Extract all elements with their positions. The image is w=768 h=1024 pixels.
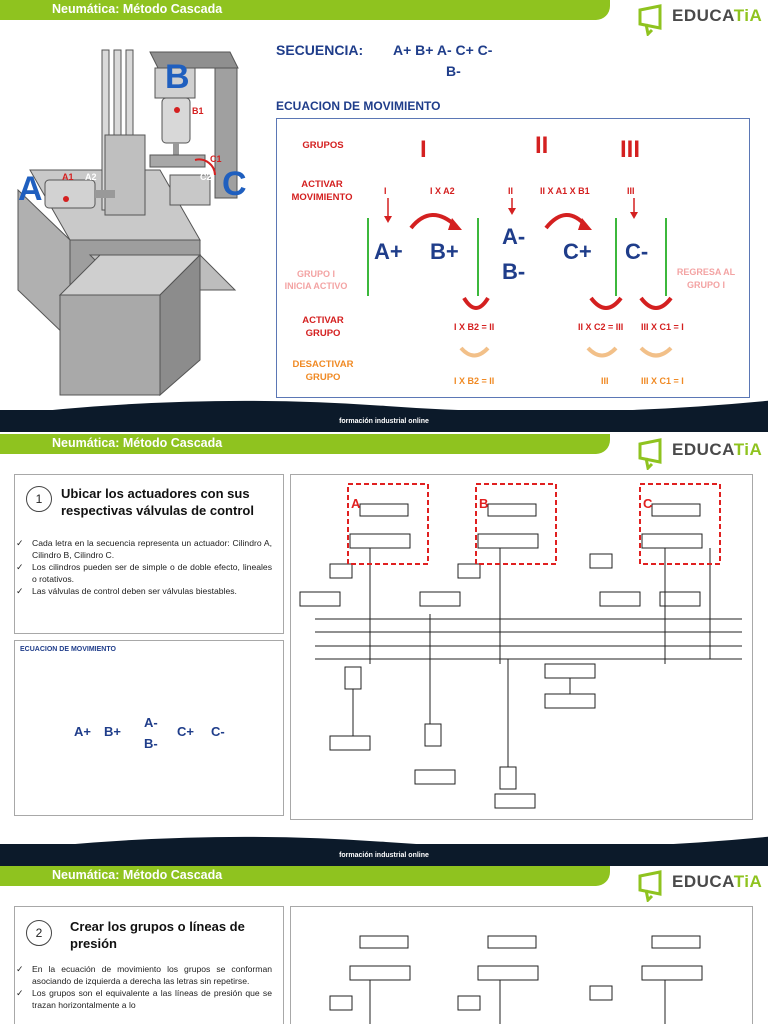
activar-g2: II X C2 = III <box>578 322 624 332</box>
row-label-desactivar-grupo: DESACTIVAR GRUPO <box>292 359 354 383</box>
header-title: Neumática: Método Cascada <box>52 868 223 882</box>
machine-label-b: B <box>165 58 190 96</box>
activar-g3: III X C1 = I <box>641 322 684 332</box>
trigger-ii-a1-b1: II X A1 X B1 <box>540 186 590 196</box>
machine-label-a: A <box>18 170 43 208</box>
slide-header: Neumática: Método Cascada <box>0 0 610 20</box>
bullet-item: Los cilindros pueden ser de simple o de … <box>14 562 272 585</box>
circuit-panel <box>290 474 753 820</box>
logo-main: EDUCA <box>672 6 734 25</box>
row-label-activar-grupo: ACTIVAR GRUPO <box>302 315 344 339</box>
secuencia-label: SECUENCIA: <box>276 42 364 58</box>
step-bullets: Cada letra en la secuencia representa un… <box>14 538 272 599</box>
step-title: Crear los grupos o líneas de presión <box>70 919 245 951</box>
logo-accent: TiA <box>733 6 763 25</box>
action-a-minus: A- <box>502 224 526 249</box>
sensor-a2: A2 <box>85 172 97 182</box>
machine-illustration <box>17 49 239 397</box>
desactivar-d1: I X B2 = II <box>454 376 495 386</box>
logo-accent: TiA <box>733 872 763 891</box>
step-title: Ubicar los actuadores con sus respectiva… <box>61 486 254 518</box>
step-number: 2 <box>26 920 52 946</box>
action-a-plus: A+ <box>374 239 403 264</box>
step-number: 1 <box>26 486 52 512</box>
header-title: Neumática: Método Cascada <box>52 436 223 450</box>
bullet-item: Cada letra en la secuencia representa un… <box>14 538 272 561</box>
cyl-label-b: B <box>479 496 489 511</box>
action-b-minus: B- <box>144 736 158 751</box>
pneumatic-circuit-diagram <box>299 483 742 809</box>
action-c-plus: C+ <box>177 724 194 739</box>
megaphone-icon <box>638 438 662 470</box>
ecuacion-graphics <box>367 198 673 358</box>
bullet-item: En la ecuación de movimiento los grupos … <box>14 964 272 987</box>
step-bullets: En la ecuación de movimiento los grupos … <box>14 964 272 1012</box>
secuencia-value: A+ B+ A- C+ C- <box>393 42 493 58</box>
action-b-plus: B+ <box>430 239 459 264</box>
group-ii: II <box>535 132 549 159</box>
group-iii: III <box>620 136 641 163</box>
educatia-logo: EDUCATiA <box>636 434 762 472</box>
row-label-grupos: GRUPOS <box>302 140 344 151</box>
educatia-logo: EDUCATiA <box>636 866 762 904</box>
action-b-plus: B+ <box>104 724 121 739</box>
logo-main: EDUCA <box>672 440 734 459</box>
sensor-b1: B1 <box>192 106 204 116</box>
megaphone-icon <box>638 870 662 902</box>
action-c-plus: C+ <box>563 239 592 264</box>
trigger-i-a2: I X A2 <box>430 186 455 196</box>
pneumatic-circuit-diagram <box>329 935 703 1024</box>
slide-1: Neumática: Método Cascada EDUCATiA A <box>0 0 768 432</box>
circuit-panel <box>290 906 753 1024</box>
ecuacion-panel <box>14 640 284 816</box>
trigger-ii: II <box>508 186 514 196</box>
megaphone-icon <box>638 4 662 36</box>
sensor-a1: A1 <box>62 172 74 182</box>
action-c-minus: C- <box>211 724 225 739</box>
bullet-item: Las válvulas de control deben ser válvul… <box>14 586 272 598</box>
educatia-logo: EDUCATiA <box>636 0 762 38</box>
sensor-b2: B2 <box>192 131 204 141</box>
cyl-label-a: A <box>351 496 361 511</box>
logo-main: EDUCA <box>672 872 734 891</box>
group-i: I <box>420 136 427 163</box>
action-c-minus: C- <box>625 239 649 264</box>
desactivar-d3: III X C1 = I <box>641 376 684 386</box>
sensor-c2: C2 <box>200 172 212 182</box>
slide-footer: formación industrial online <box>0 410 768 432</box>
trigger-iii: III <box>627 186 635 196</box>
slide-3: Neumática: Método Cascada EDUCATiA 2 Cre… <box>0 866 768 1024</box>
machine-label-c: C <box>222 165 247 203</box>
note-regresa: REGRESA AL GRUPO I <box>676 267 736 290</box>
logo-accent: TiA <box>733 440 763 459</box>
action-a-plus: A+ <box>74 724 91 739</box>
slide-footer: formación industrial online <box>0 844 768 866</box>
secuencia-value-2: B- <box>446 63 461 79</box>
slide-header: Neumática: Método Cascada <box>0 866 610 886</box>
ecuacion-box <box>276 118 750 398</box>
bullet-item: Los grupos son el equivalente a las líne… <box>14 988 272 1011</box>
action-b-minus: B- <box>502 259 526 284</box>
desactivar-d2: III <box>601 376 609 386</box>
note-grupo-inicia: GRUPO I INICIA ACTIVO <box>284 269 348 291</box>
slide-header: Neumática: Método Cascada <box>0 434 610 454</box>
cyl-label-c: C <box>643 496 653 511</box>
action-a-minus: A- <box>144 715 158 730</box>
slide-2: Neumática: Método Cascada EDUCATiA 1 Ubi… <box>0 434 768 866</box>
row-label-activar-movimiento: ACTIVAR MOVIMIENTO <box>291 179 353 203</box>
ecuacion-title: ECUACION DE MOVIMIENTO <box>276 99 441 113</box>
sensor-c1: C1 <box>210 154 222 164</box>
trigger-i: I <box>384 186 387 196</box>
header-title: Neumática: Método Cascada <box>52 2 223 16</box>
activar-g1: I X B2 = II <box>454 322 495 332</box>
ecuacion-title: ECUACION DE MOVIMIENTO <box>20 646 116 653</box>
